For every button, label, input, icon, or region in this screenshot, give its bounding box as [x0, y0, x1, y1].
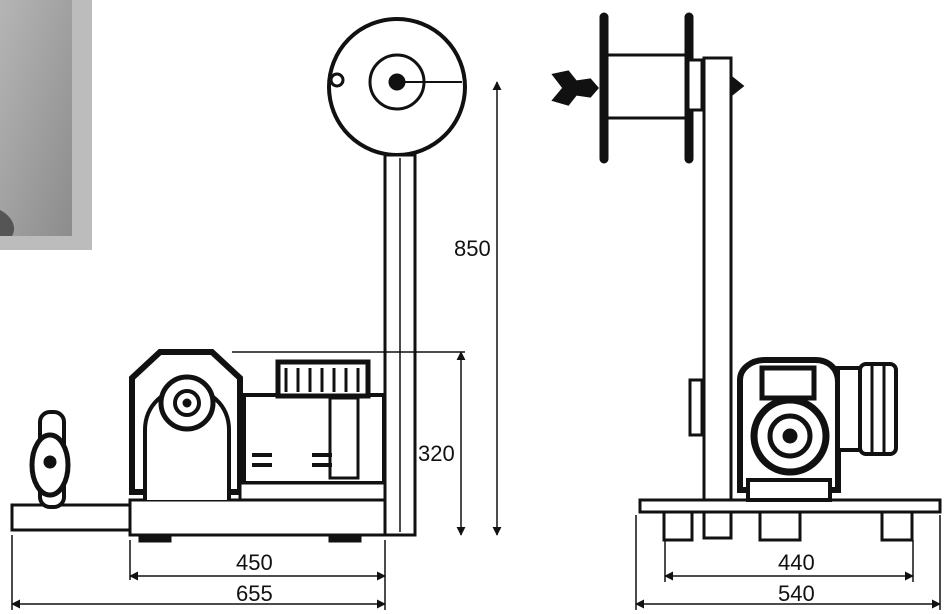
motor [238, 359, 387, 502]
dim-440-label: 440 [778, 550, 815, 575]
front-motor [737, 357, 898, 502]
front-tower [702, 56, 733, 540]
dim-450-label: 450 [236, 550, 273, 575]
front-reel [551, 12, 745, 164]
side-view [10, 17, 467, 543]
side-dimensions [11, 81, 502, 610]
guide-pulley [29, 410, 71, 509]
dim-540-label: 540 [778, 581, 815, 606]
gearbox [129, 349, 243, 500]
dim-320-label: 320 [418, 441, 455, 466]
tower-reel [327, 17, 467, 157]
dim-655-label: 655 [236, 581, 273, 606]
front-view [551, 12, 942, 542]
front-dimensions [635, 515, 941, 610]
side-base [128, 498, 387, 537]
dim-850-label: 850 [454, 236, 491, 261]
inset-photo [0, 0, 92, 250]
side-base-arm [10, 503, 132, 532]
